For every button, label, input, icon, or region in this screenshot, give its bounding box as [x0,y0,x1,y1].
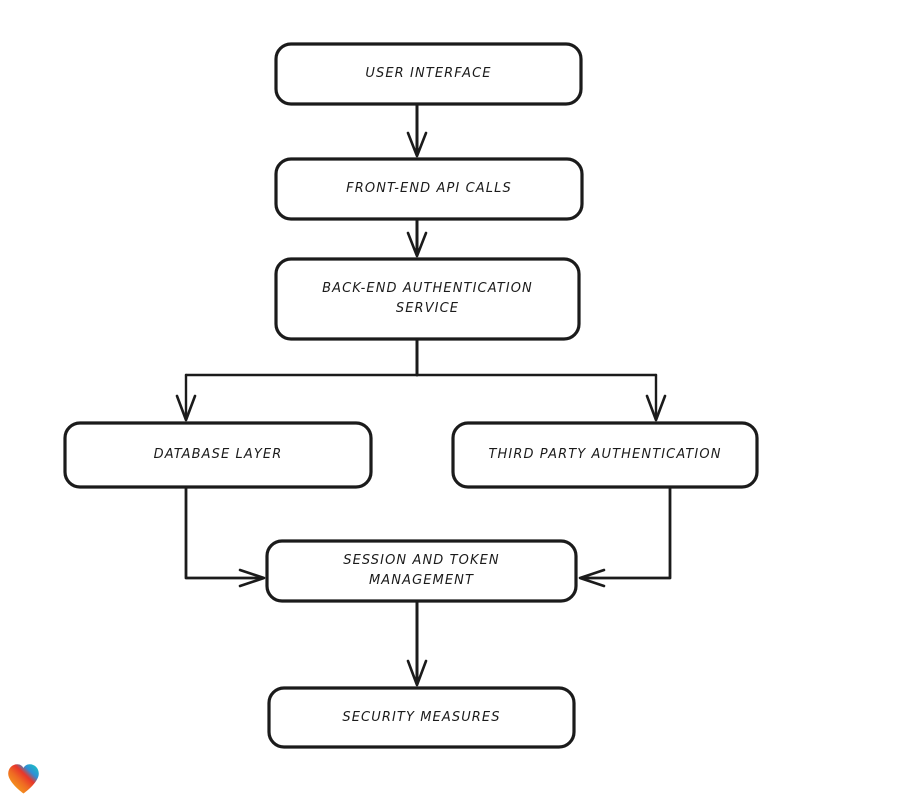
node-security-measures-shape [267,686,576,749]
node-database-layer[interactable] [64,422,372,488]
node-user-interface[interactable] [275,43,582,105]
edge-session-to-security [406,600,428,687]
node-database-layer-shape [63,421,373,489]
edge-thirdparty-to-session [578,486,672,588]
edge-backend-split-bus [184,338,658,377]
edge-api-to-backend [406,218,428,258]
node-back-end-authentication-service[interactable] [275,258,580,340]
edge-ui-to-api [406,103,428,158]
node-session-and-token-management[interactable] [266,540,577,602]
node-front-end-api-calls-shape [274,157,584,221]
node-front-end-api-calls[interactable] [275,158,583,220]
edge-database-to-session [184,486,266,588]
node-third-party-authentication[interactable] [452,422,758,488]
edge-backend-to-database [175,373,197,422]
node-user-interface-shape [274,42,583,106]
edge-backend-to-thirdparty [645,373,667,422]
node-third-party-authentication-shape [451,421,759,489]
node-back-end-authentication-service-shape [274,257,581,341]
heart-icon [8,764,39,794]
node-security-measures[interactable] [268,687,575,748]
node-session-and-token-management-shape [265,539,578,603]
